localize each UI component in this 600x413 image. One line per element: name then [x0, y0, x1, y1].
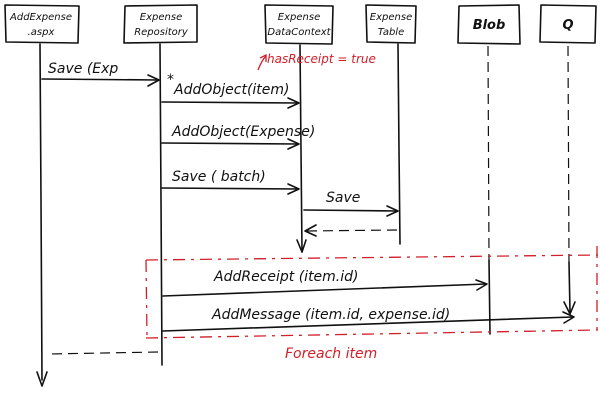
participant-label-line2: .aspx [28, 27, 55, 38]
lifeline-blob [488, 259, 491, 335]
return-arrow-head [304, 224, 317, 237]
participant-label: Blob [473, 18, 506, 33]
loop-top-border [145, 254, 599, 261]
arrow-head [287, 183, 300, 195]
participant-label-line1: Expense [370, 12, 412, 23]
message-addreceipt: AddReceipt (item.id) [162, 269, 488, 297]
message-addmessage: AddMessage (item.id, expense.id) [162, 307, 575, 332]
message-addobject-expense: AddObject(Expense) [161, 124, 315, 150]
message-addobject-item: AddObject(item) [161, 82, 300, 109]
loop-bottom-border [145, 329, 599, 339]
annotation-pointer-head [259, 53, 267, 62]
lifeline-q [568, 261, 571, 313]
message-label: AddObject(Expense) [171, 124, 315, 140]
message-save-batch: Save ( batch) [161, 169, 300, 195]
return-line [305, 229, 398, 232]
loop-label: Foreach item [285, 346, 377, 362]
arrow-head [386, 205, 399, 217]
lifeline-end-arrow [296, 239, 307, 253]
arrow-line [162, 316, 574, 332]
lifeline-addexpense [39, 43, 43, 381]
participant-label-line2: DataContext [267, 27, 331, 38]
participant-table: Expense Table [365, 4, 417, 44]
arrow-line [303, 209, 398, 212]
arrow-head [287, 138, 300, 150]
participant-label-line2: Repository [134, 27, 189, 38]
lifeline-q-dashed [567, 45, 570, 263]
lifeline-repository [159, 43, 163, 366]
arrow-head [147, 74, 160, 87]
participant-repository: Expense Repository [123, 4, 198, 44]
arrow-head [562, 311, 575, 324]
participant-datacontext: Expense DataContext [264, 4, 334, 45]
message-label: AddReceipt (item.id) [213, 269, 359, 285]
return-from-table [304, 224, 398, 237]
arrow-line [41, 78, 159, 81]
arrow-line [161, 101, 299, 104]
participant-addexpense: AddExpense .aspx [4, 4, 80, 44]
lifeline-end-arrow [36, 371, 48, 387]
asterisk-marker: * [167, 72, 174, 88]
message-label: Save (Exp [48, 61, 118, 77]
lifeline-end-arrow [563, 301, 576, 315]
message-label: AddMessage (item.id, expense.id) [211, 307, 450, 323]
participant-blob: Blob [457, 4, 521, 45]
lifeline-datacontext [299, 44, 303, 253]
message-save-exp: Save (Exp [41, 61, 160, 87]
participant-label-line1: AddExpense [9, 12, 72, 23]
participant-label-line1: Expense [278, 12, 320, 23]
participant-label-line2: Table [378, 27, 404, 38]
message-label: Save [326, 190, 360, 206]
lifeline-blob-dashed [487, 45, 490, 261]
arrow-line [161, 142, 299, 145]
message-label: Save ( batch) [172, 169, 266, 185]
arrow-line [161, 187, 299, 190]
arrow-head [475, 279, 488, 291]
participant-q: Q [539, 4, 597, 44]
arrow-head [287, 97, 300, 109]
loop-left-border [145, 259, 148, 339]
lifeline-table [397, 43, 401, 245]
arrow-line [162, 283, 487, 297]
message-label: AddObject(item) [173, 82, 290, 98]
loop-frame: Foreach item [145, 246, 599, 362]
annotation-has-receipt: hasReceipt = true [267, 52, 376, 66]
message-save: Save [303, 190, 399, 217]
return-to-addexpense [47, 351, 159, 355]
participant-label-line1: Expense [140, 12, 182, 23]
participant-label: Q [562, 18, 573, 33]
annotation-pointer [257, 55, 267, 71]
